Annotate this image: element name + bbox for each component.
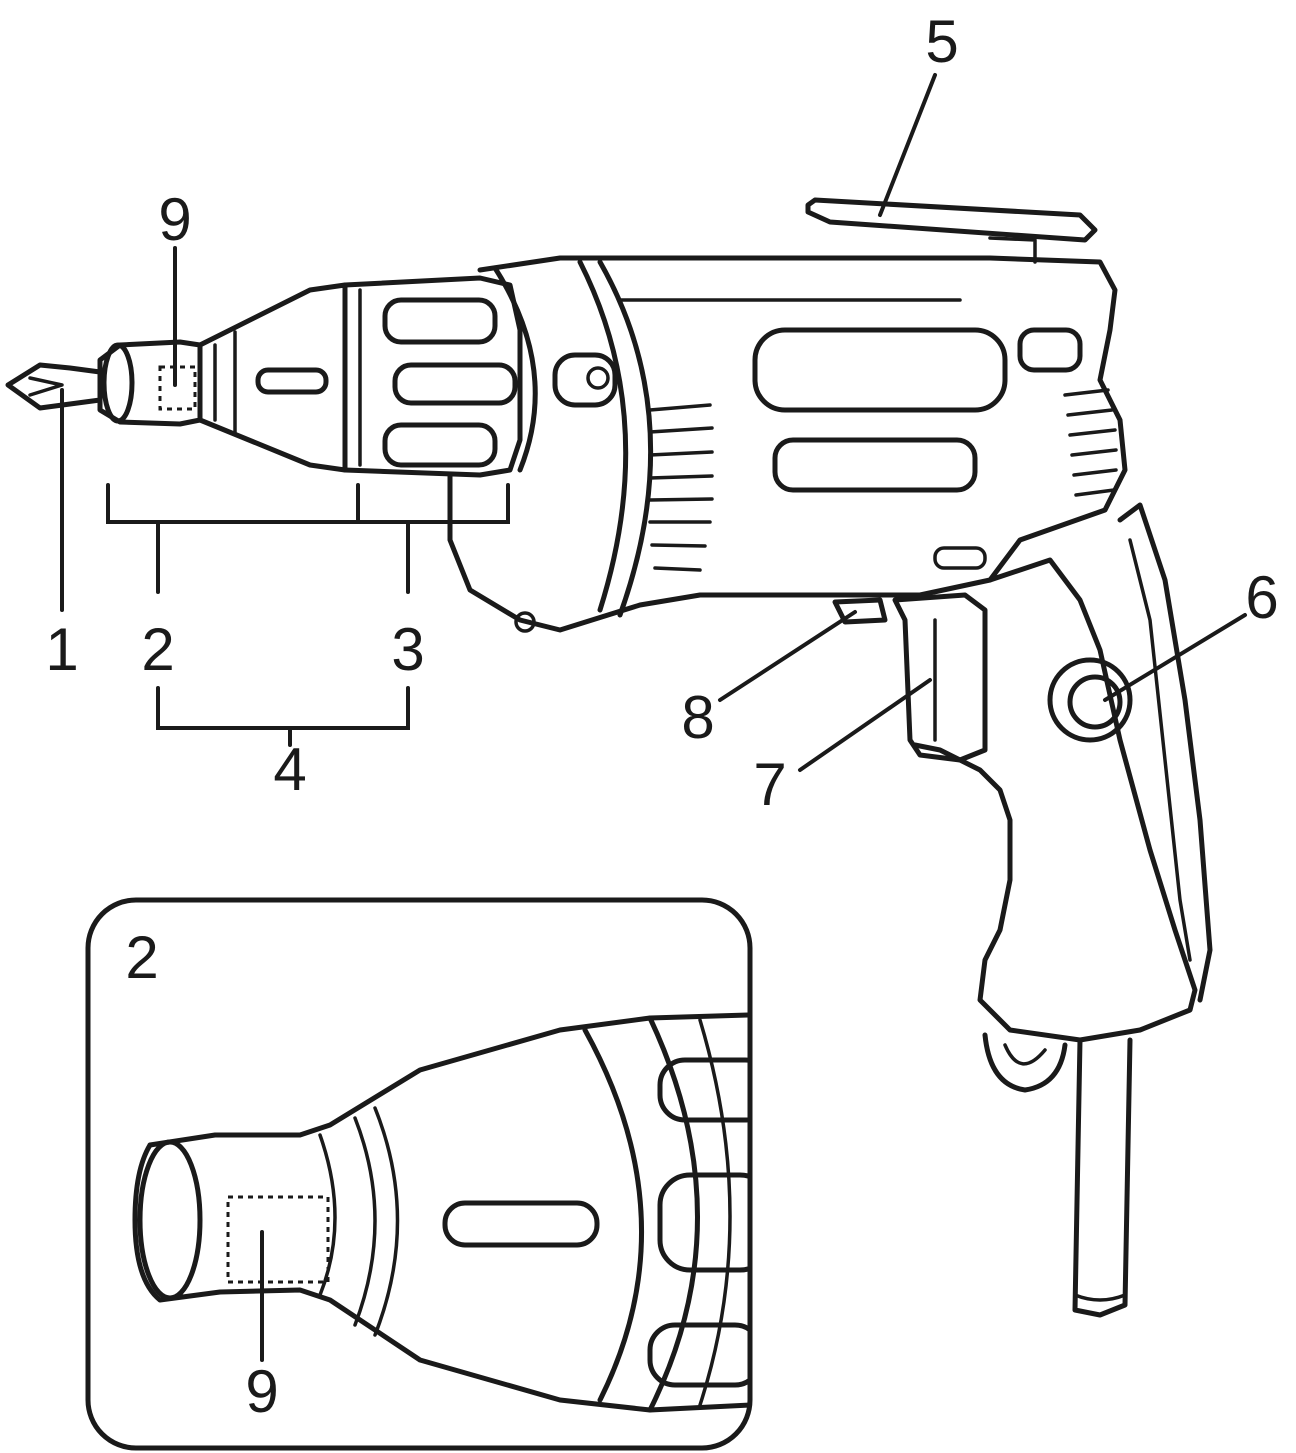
bracket-depth-locator xyxy=(356,483,510,524)
marking-area-box xyxy=(158,365,197,411)
callout-belt-hook: 5 xyxy=(925,8,958,75)
tool-illustration xyxy=(5,197,1213,1318)
depth-locator-shape xyxy=(342,275,523,478)
brackets xyxy=(60,73,1247,772)
callout-trigger-switch: 7 xyxy=(753,751,786,818)
inset-detail: 2 9 xyxy=(85,897,753,1451)
leader-belt-hook xyxy=(878,73,937,217)
motor-housing-shape xyxy=(447,255,1128,633)
callout-reversing-switch: 6 xyxy=(1245,564,1278,631)
leader-trigger-switch xyxy=(798,678,932,772)
nose-cone-shape xyxy=(97,282,348,473)
bit-shape xyxy=(5,362,103,411)
callout-depth-locator: 3 xyxy=(391,616,424,683)
inset-frame xyxy=(85,897,753,1451)
inset-label: 2 xyxy=(125,924,158,991)
callouts: 1 2 3 4 5 6 7 8 9 xyxy=(45,8,1278,818)
inset-callout-marking-area: 9 xyxy=(245,1358,278,1425)
callout-front-assembly: 4 xyxy=(273,736,306,803)
bracket-front-assembly xyxy=(156,686,410,730)
handle-shape xyxy=(832,502,1213,1318)
belt-hook-shape xyxy=(805,197,1098,264)
callout-bit: 1 xyxy=(45,616,78,683)
callout-marking-area: 9 xyxy=(158,186,191,253)
bracket-nose-cone xyxy=(106,483,360,524)
leader-reversing-switch xyxy=(1103,613,1247,702)
callout-nose-cone: 2 xyxy=(141,616,174,683)
inset-marking-area-box xyxy=(226,1195,330,1284)
inset-nose-cone-zoom xyxy=(132,1012,748,1413)
callout-lock-button: 8 xyxy=(681,684,714,751)
leader-lock-button xyxy=(718,610,857,702)
